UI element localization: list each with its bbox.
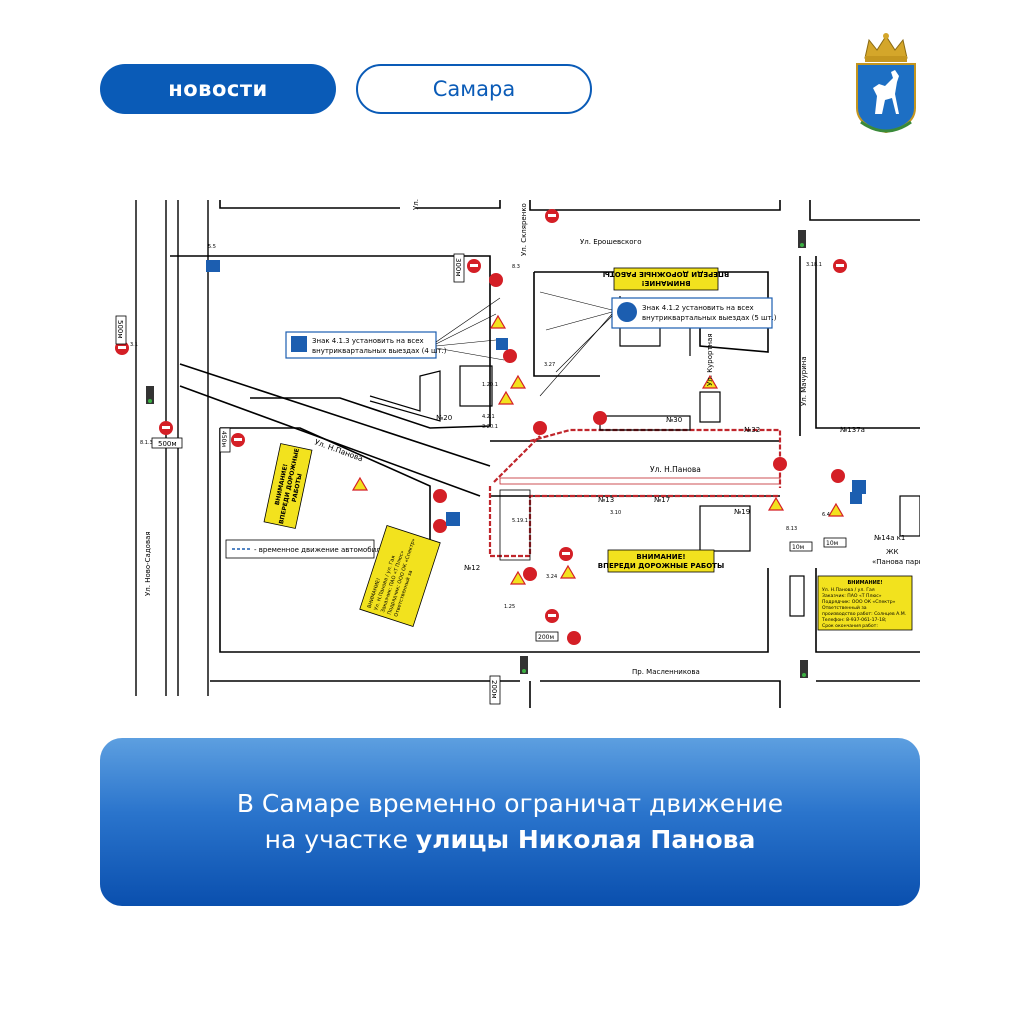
street-eroshevskogo: Ул. Ерошевского <box>580 238 642 246</box>
building-30: №30 <box>666 416 682 424</box>
info-box-line5: Ответственный за <box>822 604 867 611</box>
note-temp-traffic: - временное движение автомобилей <box>254 546 390 554</box>
sign-code-8: 8.13 <box>786 526 797 532</box>
distance-tag-6: 10м <box>792 544 804 551</box>
note-sign-413-line2: внутриквартальных выездах (4 шт.) <box>312 347 447 355</box>
distance-tag-5: 200м <box>490 680 498 699</box>
sign-code-14: 3.10 <box>610 510 621 516</box>
info-box-line1: ВНИМАНИЕ! <box>847 580 882 586</box>
headline-line2: на участке улицы Николая Панова <box>265 822 756 858</box>
info-box-line3: Заказчик: ПАО «Т Плюс» <box>822 593 882 599</box>
traffic-scheme-map: Знак 4.1.3 установить на всех внутриквар… <box>115 199 920 708</box>
headline-street-name: улицы Николая Панова <box>415 825 756 854</box>
street-machurina: Ул. Мачурина <box>800 356 808 406</box>
building-32: №32 <box>744 426 760 434</box>
warning-board-1-line2: ВПЕРЕДИ ДОРОЖНЫЕ РАБОТЫ <box>598 562 724 570</box>
distance-tag-8: 450м <box>220 431 227 447</box>
sign-code-6: 8.3 <box>512 264 520 270</box>
building-137a: №137а <box>840 426 865 434</box>
sign-code-5: 3.18.1 <box>806 262 822 268</box>
street-kurortnaya: Ул. Курортная <box>706 333 714 386</box>
distance-tag-2: 500м <box>116 320 124 339</box>
note-sign-412-line2: внутриквартальных выездах (5 шт.) <box>642 314 777 322</box>
building-17: №17 <box>654 496 670 504</box>
building-14a: №14а к1 <box>874 534 905 542</box>
sign-code-4: 1.25 <box>504 604 515 610</box>
sign-code-9: 4.2.1 <box>482 414 495 420</box>
distance-tag-4: 200м <box>538 634 554 641</box>
info-box-line6: производство работ: Солнцев А.М. <box>822 611 906 617</box>
sign-code-1: 3.1 <box>130 342 138 348</box>
warning-board-1-line1: ВНИМАНИЕ! <box>636 553 685 561</box>
info-box-line2: Ул. Н.Панова / ул. Гая <box>822 587 875 593</box>
sign-code-7: 3.24 <box>546 574 557 580</box>
building-20: №20 <box>436 414 452 422</box>
sign-code-15: 6.4 <box>822 512 830 518</box>
sign-code-13: 3.27 <box>544 362 555 368</box>
samara-coat-of-arms-icon <box>856 33 916 134</box>
headline-banner: В Самаре временно ограничат движение на … <box>100 738 920 906</box>
sign-code-2: 8.1.3 <box>140 440 153 446</box>
warning-board-top-line1: ВНИМАНИЕ! <box>641 279 690 287</box>
sign-code-11: 5.19.1 <box>512 518 528 524</box>
street-top-ul: Ул. <box>412 199 420 210</box>
headline-line2-prefix: на участке <box>264 825 416 854</box>
distance-tag-1: 500м <box>158 440 177 448</box>
street-novo-sadovaya: Ул. Ново-Садовая <box>144 531 152 596</box>
distance-tag-3: 300м <box>454 258 462 277</box>
building-13: №13 <box>598 496 614 504</box>
info-box-line4: Подрядчик: ООО ОК «Спектр» <box>822 599 896 605</box>
note-sign-413-line1: Знак 4.1.3 установить на всех <box>312 337 424 345</box>
sign-code-10: 3.20.1 <box>482 424 498 430</box>
sign-code-3: 5.5 <box>208 244 216 250</box>
info-box-line7: Телефон: 8-937-061-17-18; <box>821 617 887 623</box>
warning-board-top-line2: ВПЕРЕДИ ДОРОЖНЫЕ РАБОТЫ <box>603 270 729 278</box>
building-12: №12 <box>464 564 480 572</box>
street-panova-center: Ул. Н.Панова <box>650 465 701 474</box>
building-19: №19 <box>734 508 750 516</box>
note-sign-412-line1: Знак 4.1.2 установить на всех <box>642 304 754 312</box>
headline-line1: В Самаре временно ограничат движение <box>236 788 784 818</box>
info-box-line8: Срок окончания работ: <box>822 623 878 629</box>
news-pill[interactable]: новости <box>100 64 336 114</box>
zhk-label: ЖК <box>886 548 899 556</box>
panov-park-label: «Панова парк» <box>872 558 920 566</box>
street-maslennikova: Пр. Масленникова <box>632 668 700 676</box>
distance-tag-7: 10м <box>826 540 838 547</box>
sign-code-12: 1.20.1 <box>482 382 498 388</box>
street-sklyarenko: Ул. Скляренко <box>520 203 528 256</box>
city-pill[interactable]: Самара <box>356 64 592 114</box>
